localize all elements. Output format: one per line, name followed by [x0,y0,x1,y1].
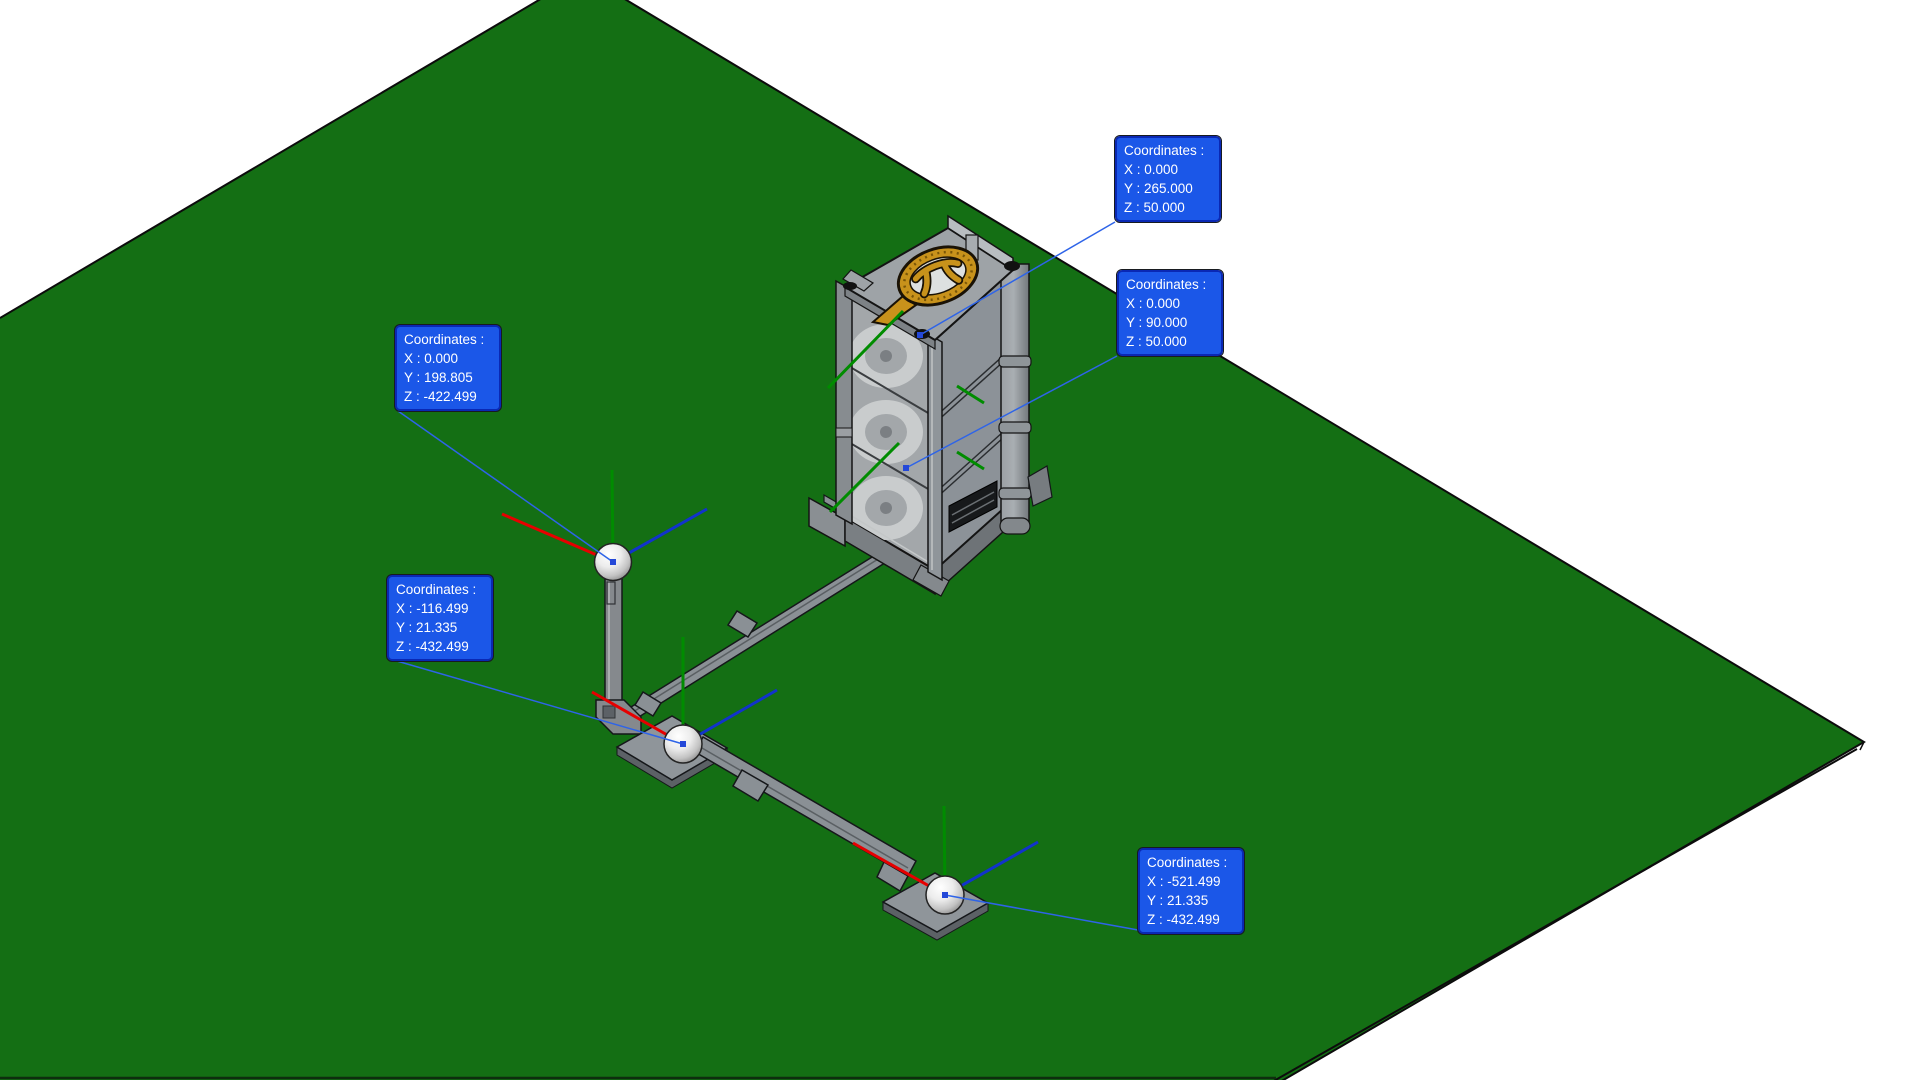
leader-anchor-2 [903,465,909,471]
leader-anchor-4 [680,741,686,747]
x-axis-line [501,512,614,564]
right-face-seam-2a [934,422,1014,494]
coordinate-y-value: Y : 90.000 [1126,315,1188,330]
tower-base-lip [808,496,846,548]
internal-y-axis-3 [956,384,985,405]
post-east-collar-2 [998,421,1032,434]
ground-corner-edge [1859,741,1865,751]
tower-bays [845,291,935,565]
pi-leg2 [941,261,962,283]
coordinate-x-value: X : -521.499 [1147,874,1221,889]
rail-a-bracket-1 [726,609,759,639]
bay-divider-1 [845,363,935,418]
bay-divider-2 [845,439,935,494]
bay-3-hub [880,502,892,514]
leader-anchor-1 [917,332,923,338]
rail-b[interactable] [693,735,918,893]
bay-2-hub [880,426,892,438]
coordinate-label-title: Coordinates : [1147,855,1228,870]
top-plate-tab [842,269,875,292]
leader-anchor-5 [942,892,948,898]
coordinate-x-value: X : 0.000 [404,351,459,366]
coordinate-y-value: Y : 21.335 [1147,893,1209,908]
leader-line-5 [944,894,1139,931]
coordinate-label-title: Coordinates : [1124,143,1205,158]
coordinate-z-value: Z : 50.000 [1126,334,1187,349]
rail-b-bracket-1 [731,768,770,803]
rail-b-groove [701,747,909,869]
pi-leg1 [921,269,930,297]
internal-y-axis-1 [826,309,905,390]
vent-slat-1 [951,491,995,516]
corner-cap-east [1004,261,1020,271]
coordinate-x-value: X : 0.000 [1126,296,1181,311]
coordinate-x-value: X : 0.000 [1124,162,1179,177]
coordinate-y-value: Y : 265.000 [1124,181,1193,196]
coordinate-label-title: Coordinates : [396,582,477,597]
coordinate-label-2[interactable]: Coordinates : X : 0.000 Y : 90.000 Z : 5… [1116,269,1224,357]
leader-line-2 [905,355,1118,469]
leader-line-1 [919,221,1116,336]
leader-line-3 [397,410,614,563]
coordinate-z-value: Z : -422.499 [404,389,477,404]
coordinate-y-value: Y : 21.335 [396,620,458,635]
tower-post-east [1000,263,1030,525]
coordinate-label-5[interactable]: Coordinates : X : -521.499 Y : 21.335 Z … [1137,847,1245,935]
coordinate-z-value: Z : -432.499 [396,639,469,654]
pi-bar [912,259,961,282]
post-foot-slot [602,705,616,719]
coordinate-y-value: Y : 198.805 [404,370,473,385]
ground-thickness-edge [1273,748,1858,1080]
corner-cap-west [843,282,857,290]
coordinate-label-1[interactable]: Coordinates : X : 0.000 Y : 265.000 Z : … [1114,135,1222,223]
vent-slat-2 [951,499,995,524]
post-east-collar-3 [998,487,1032,500]
rail-a-bracket-2 [633,690,663,718]
side-bracket [1027,465,1053,507]
rail-b-bracket-2 [876,860,910,893]
tower-post-south [927,332,943,582]
coordinate-z-value: Z : -432.499 [1147,912,1220,927]
bay-1-hub [880,350,892,362]
post-east-collar-1 [998,355,1032,368]
post-west-collar [835,427,853,438]
tower-post-west [835,279,853,526]
pi-medallion-icon [896,245,980,307]
coordinate-label-title: Coordinates : [1126,277,1207,292]
coordinate-label-title: Coordinates : [404,332,485,347]
vent-grille [948,480,998,533]
rail-a-groove [632,545,900,713]
post-east-cap [999,517,1031,535]
deployer-tower[interactable] [808,214,1053,597]
post-notch [606,581,616,605]
coordinate-label-3[interactable]: Coordinates : X : 0.000 Y : 198.805 Z : … [394,324,502,412]
internal-y-axis-4 [956,450,985,471]
leader-line-4 [389,658,684,745]
internal-y-axis-2 [828,441,901,514]
coordinate-label-4[interactable]: Coordinates : X : -116.499 Y : 21.335 Z … [386,574,494,662]
coordinate-x-value: X : -116.499 [396,601,469,616]
leader-anchor-3 [610,559,616,565]
coordinate-z-value: Z : 50.000 [1124,200,1185,215]
top-plate-rim [947,214,1014,272]
